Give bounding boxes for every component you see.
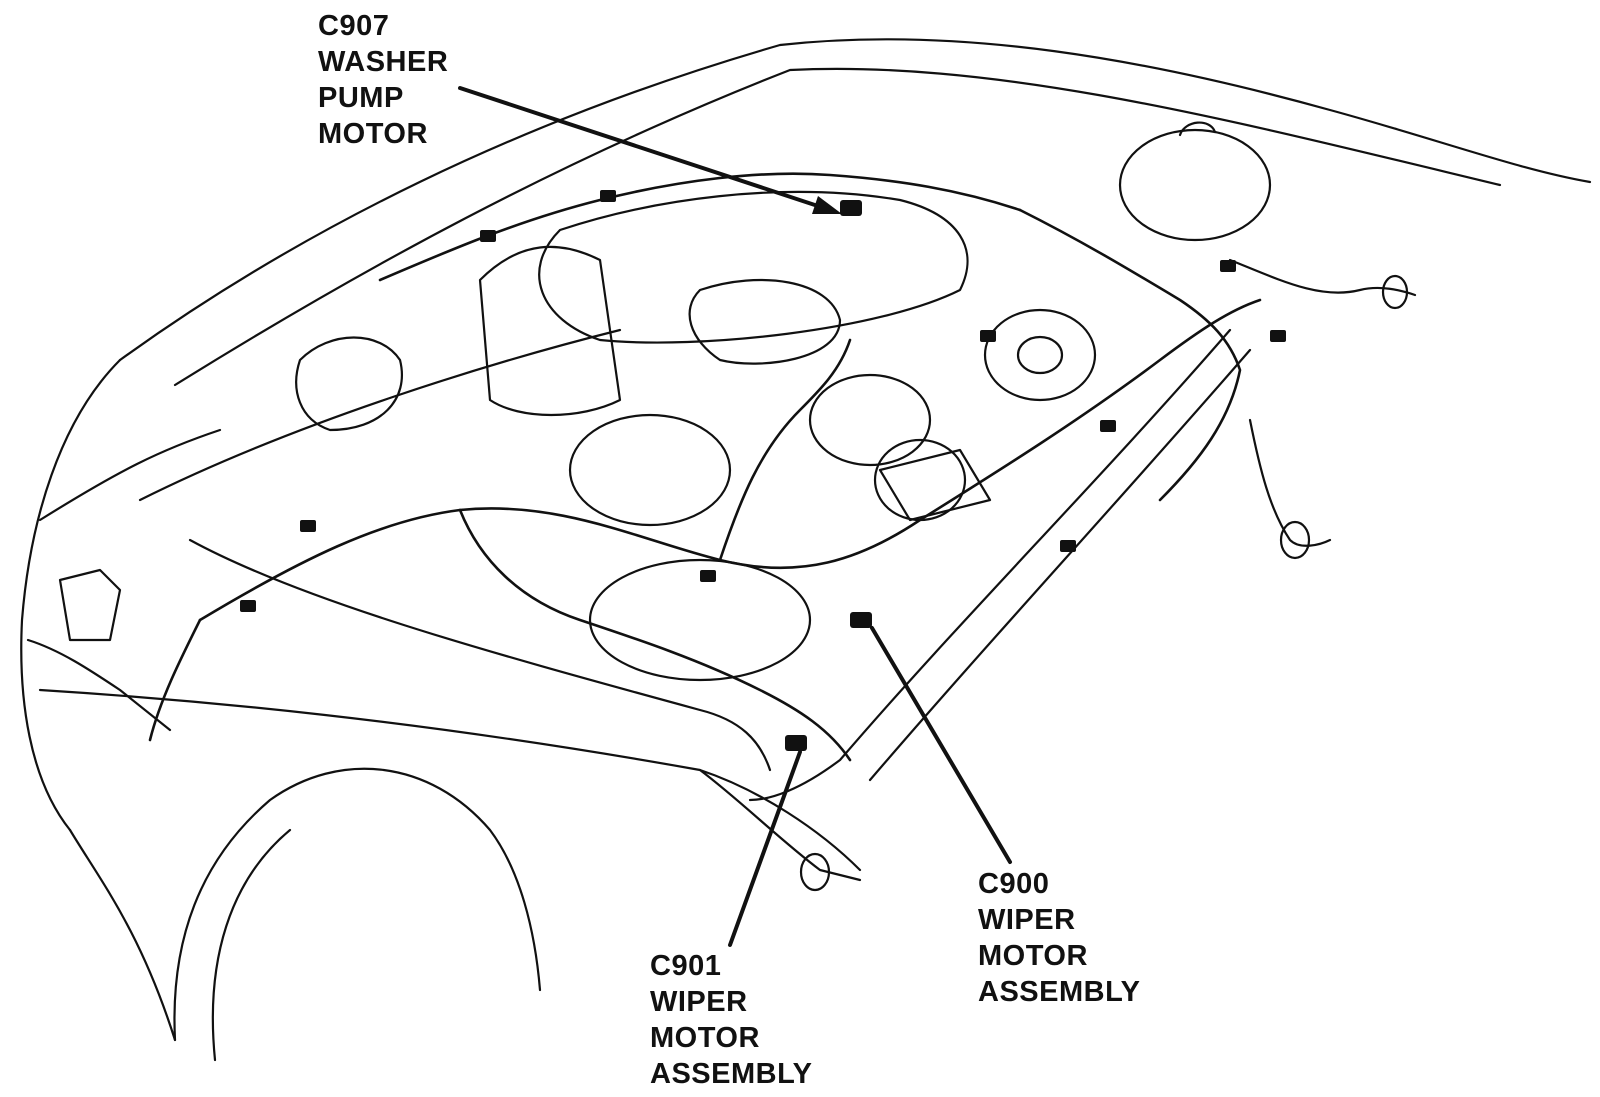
- connector: [300, 520, 316, 532]
- callout-c901-line-2: WIPER: [650, 986, 748, 1018]
- leader-c900: [870, 626, 1012, 864]
- air-cleaner: [568, 413, 732, 527]
- connector: [1060, 540, 1076, 552]
- callout-c901-wiper-motor-assembly: C901 WIPER MOTOR ASSEMBLY: [650, 948, 812, 1092]
- master-cylinder: [878, 448, 992, 522]
- cable-front: [698, 768, 862, 882]
- wheel-arch-inner: [211, 828, 292, 1062]
- arrowhead-c907: [812, 196, 842, 214]
- connector: [600, 190, 616, 202]
- bumper-face: [26, 638, 172, 732]
- coolant-reservoir: [1118, 128, 1272, 242]
- callout-c901-line-1: C901: [650, 950, 722, 982]
- engine-components: [295, 121, 1417, 882]
- wheel-arch: [173, 767, 542, 1042]
- callout-c901-line-3: MOTOR: [650, 1022, 760, 1054]
- hose-lower-right: [1248, 418, 1332, 547]
- harness-left-branch: [148, 618, 202, 742]
- intake-plenum: [688, 278, 842, 365]
- radiator-support: [188, 538, 772, 772]
- harness-upper-branch: [378, 172, 1022, 282]
- leader-lines: [458, 86, 1012, 947]
- harness-main-trunk: [198, 298, 1262, 622]
- callout-c900-line-3: MOTOR: [978, 940, 1088, 972]
- connector: [1100, 420, 1116, 432]
- apron-left: [138, 328, 622, 502]
- harness-lower-branch: [458, 508, 852, 762]
- strut-tower: [295, 336, 403, 432]
- callout-c907-line-2: WASHER: [318, 46, 449, 78]
- hose-right: [1228, 258, 1417, 297]
- connector-c907-body: [840, 200, 862, 216]
- callout-c907-line-3: PUMP: [318, 82, 404, 114]
- front-nose: [20, 358, 122, 832]
- hood-top-edge: [118, 38, 1592, 362]
- grommet-right: [1381, 274, 1409, 310]
- connectors: [240, 190, 1286, 751]
- connector: [980, 330, 996, 342]
- grommet-lower-right: [1279, 520, 1311, 560]
- callout-c907-washer-pump-motor: C907 WASHER PUMP MOTOR: [318, 8, 448, 152]
- grommets: [799, 274, 1409, 892]
- connector: [480, 230, 496, 242]
- connector: [1220, 260, 1236, 272]
- valve-cover: [538, 190, 969, 344]
- wiring-harness: [148, 172, 1262, 762]
- callout-c907-line-4: MOTOR: [318, 118, 428, 150]
- alternator: [983, 308, 1097, 402]
- grommet-front: [799, 852, 831, 892]
- lower-body-line: [68, 828, 177, 1042]
- connector-c901-body: [785, 735, 807, 751]
- engine-block: [478, 245, 622, 417]
- cowl-line: [173, 67, 1502, 387]
- connector: [1270, 330, 1286, 342]
- vehicle-body: [20, 38, 1592, 1062]
- callout-c900-line-1: C900: [978, 868, 1050, 900]
- apron-right-2: [868, 348, 1252, 782]
- leader-c907: [458, 86, 832, 212]
- callout-c901-line-4: ASSEMBLY: [650, 1058, 813, 1090]
- callout-c900-wiper-motor-assembly: C900 WIPER MOTOR ASSEMBLY: [978, 866, 1140, 1010]
- connector: [240, 600, 256, 612]
- leader-c901: [728, 750, 802, 947]
- fender-top: [38, 688, 862, 872]
- connector: [700, 570, 716, 582]
- reservoir-neck: [1178, 121, 1217, 137]
- connector-c900-body: [850, 612, 872, 628]
- harness-center-branch: [718, 338, 852, 562]
- callout-c900-line-4: ASSEMBLY: [978, 976, 1141, 1008]
- headlamp: [58, 568, 122, 642]
- battery-area: [808, 373, 932, 467]
- callout-c907-line-1: C907: [318, 10, 390, 42]
- apron-right: [748, 328, 1232, 802]
- alternator-pulley: [1016, 335, 1064, 375]
- fan-shroud: [588, 558, 812, 682]
- callout-c900-line-2: WIPER: [978, 904, 1076, 936]
- harness-firewall-run: [1018, 208, 1242, 502]
- front-bumper-upper: [38, 428, 222, 522]
